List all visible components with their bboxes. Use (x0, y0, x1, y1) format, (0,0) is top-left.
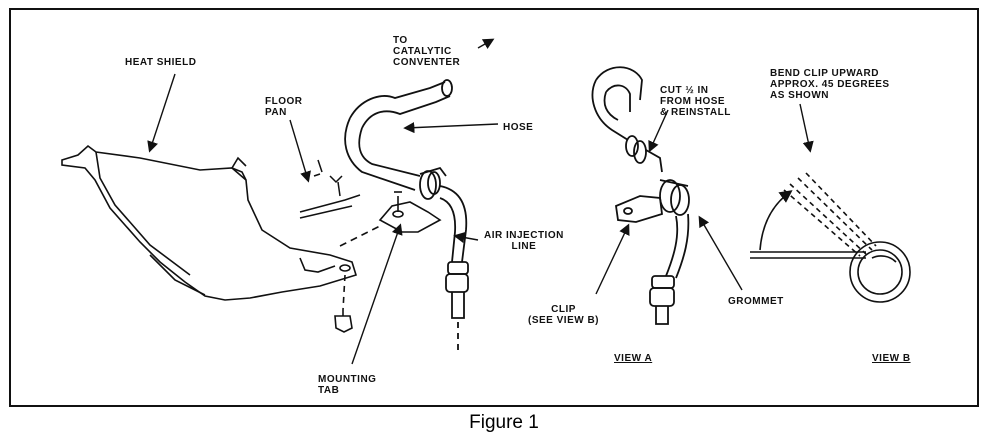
label-grommet: GROMMET (728, 296, 784, 307)
air-injection-line-drawing (439, 185, 469, 352)
label-to-catalytic-converter: TO CATALYTIC CONVENTER (393, 35, 461, 68)
label-clip: CLIP (SEE VIEW B) (528, 304, 600, 326)
bolt-drawing (334, 274, 353, 333)
view-a-clip-grommet-drawing (615, 179, 690, 223)
label-view-a: VIEW A (614, 353, 653, 364)
heat-shield-drawing (61, 144, 358, 301)
label-mounting-tab: MOUNTING TAB (318, 374, 377, 396)
mounting-tab-drawing (339, 191, 442, 247)
label-floor-pan: FLOOR PAN (265, 96, 303, 118)
hose-clamp-drawing (419, 166, 447, 200)
label-air-injection-line: AIR INJECTION LINE (484, 230, 564, 252)
view-a-line-drawing (649, 213, 690, 325)
label-hose: HOSE (503, 122, 534, 133)
label-cut-half-inch: CUT ½ IN FROM HOSE & REINSTALL (660, 85, 731, 118)
label-bend-clip: BEND CLIP UPWARD APPROX. 45 DEGREES AS S… (770, 68, 890, 101)
figure-border (9, 8, 979, 407)
leader-lines (147, 38, 814, 365)
view-b-clip-drawing (750, 172, 911, 303)
figure-caption: Figure 1 (469, 412, 539, 433)
label-heat-shield: HEAT SHIELD (125, 57, 197, 68)
label-view-b: VIEW B (872, 353, 911, 364)
main-hose-drawing (344, 79, 453, 191)
view-a-hose-drawing (591, 66, 663, 173)
floor-pan-drawing (299, 159, 361, 219)
